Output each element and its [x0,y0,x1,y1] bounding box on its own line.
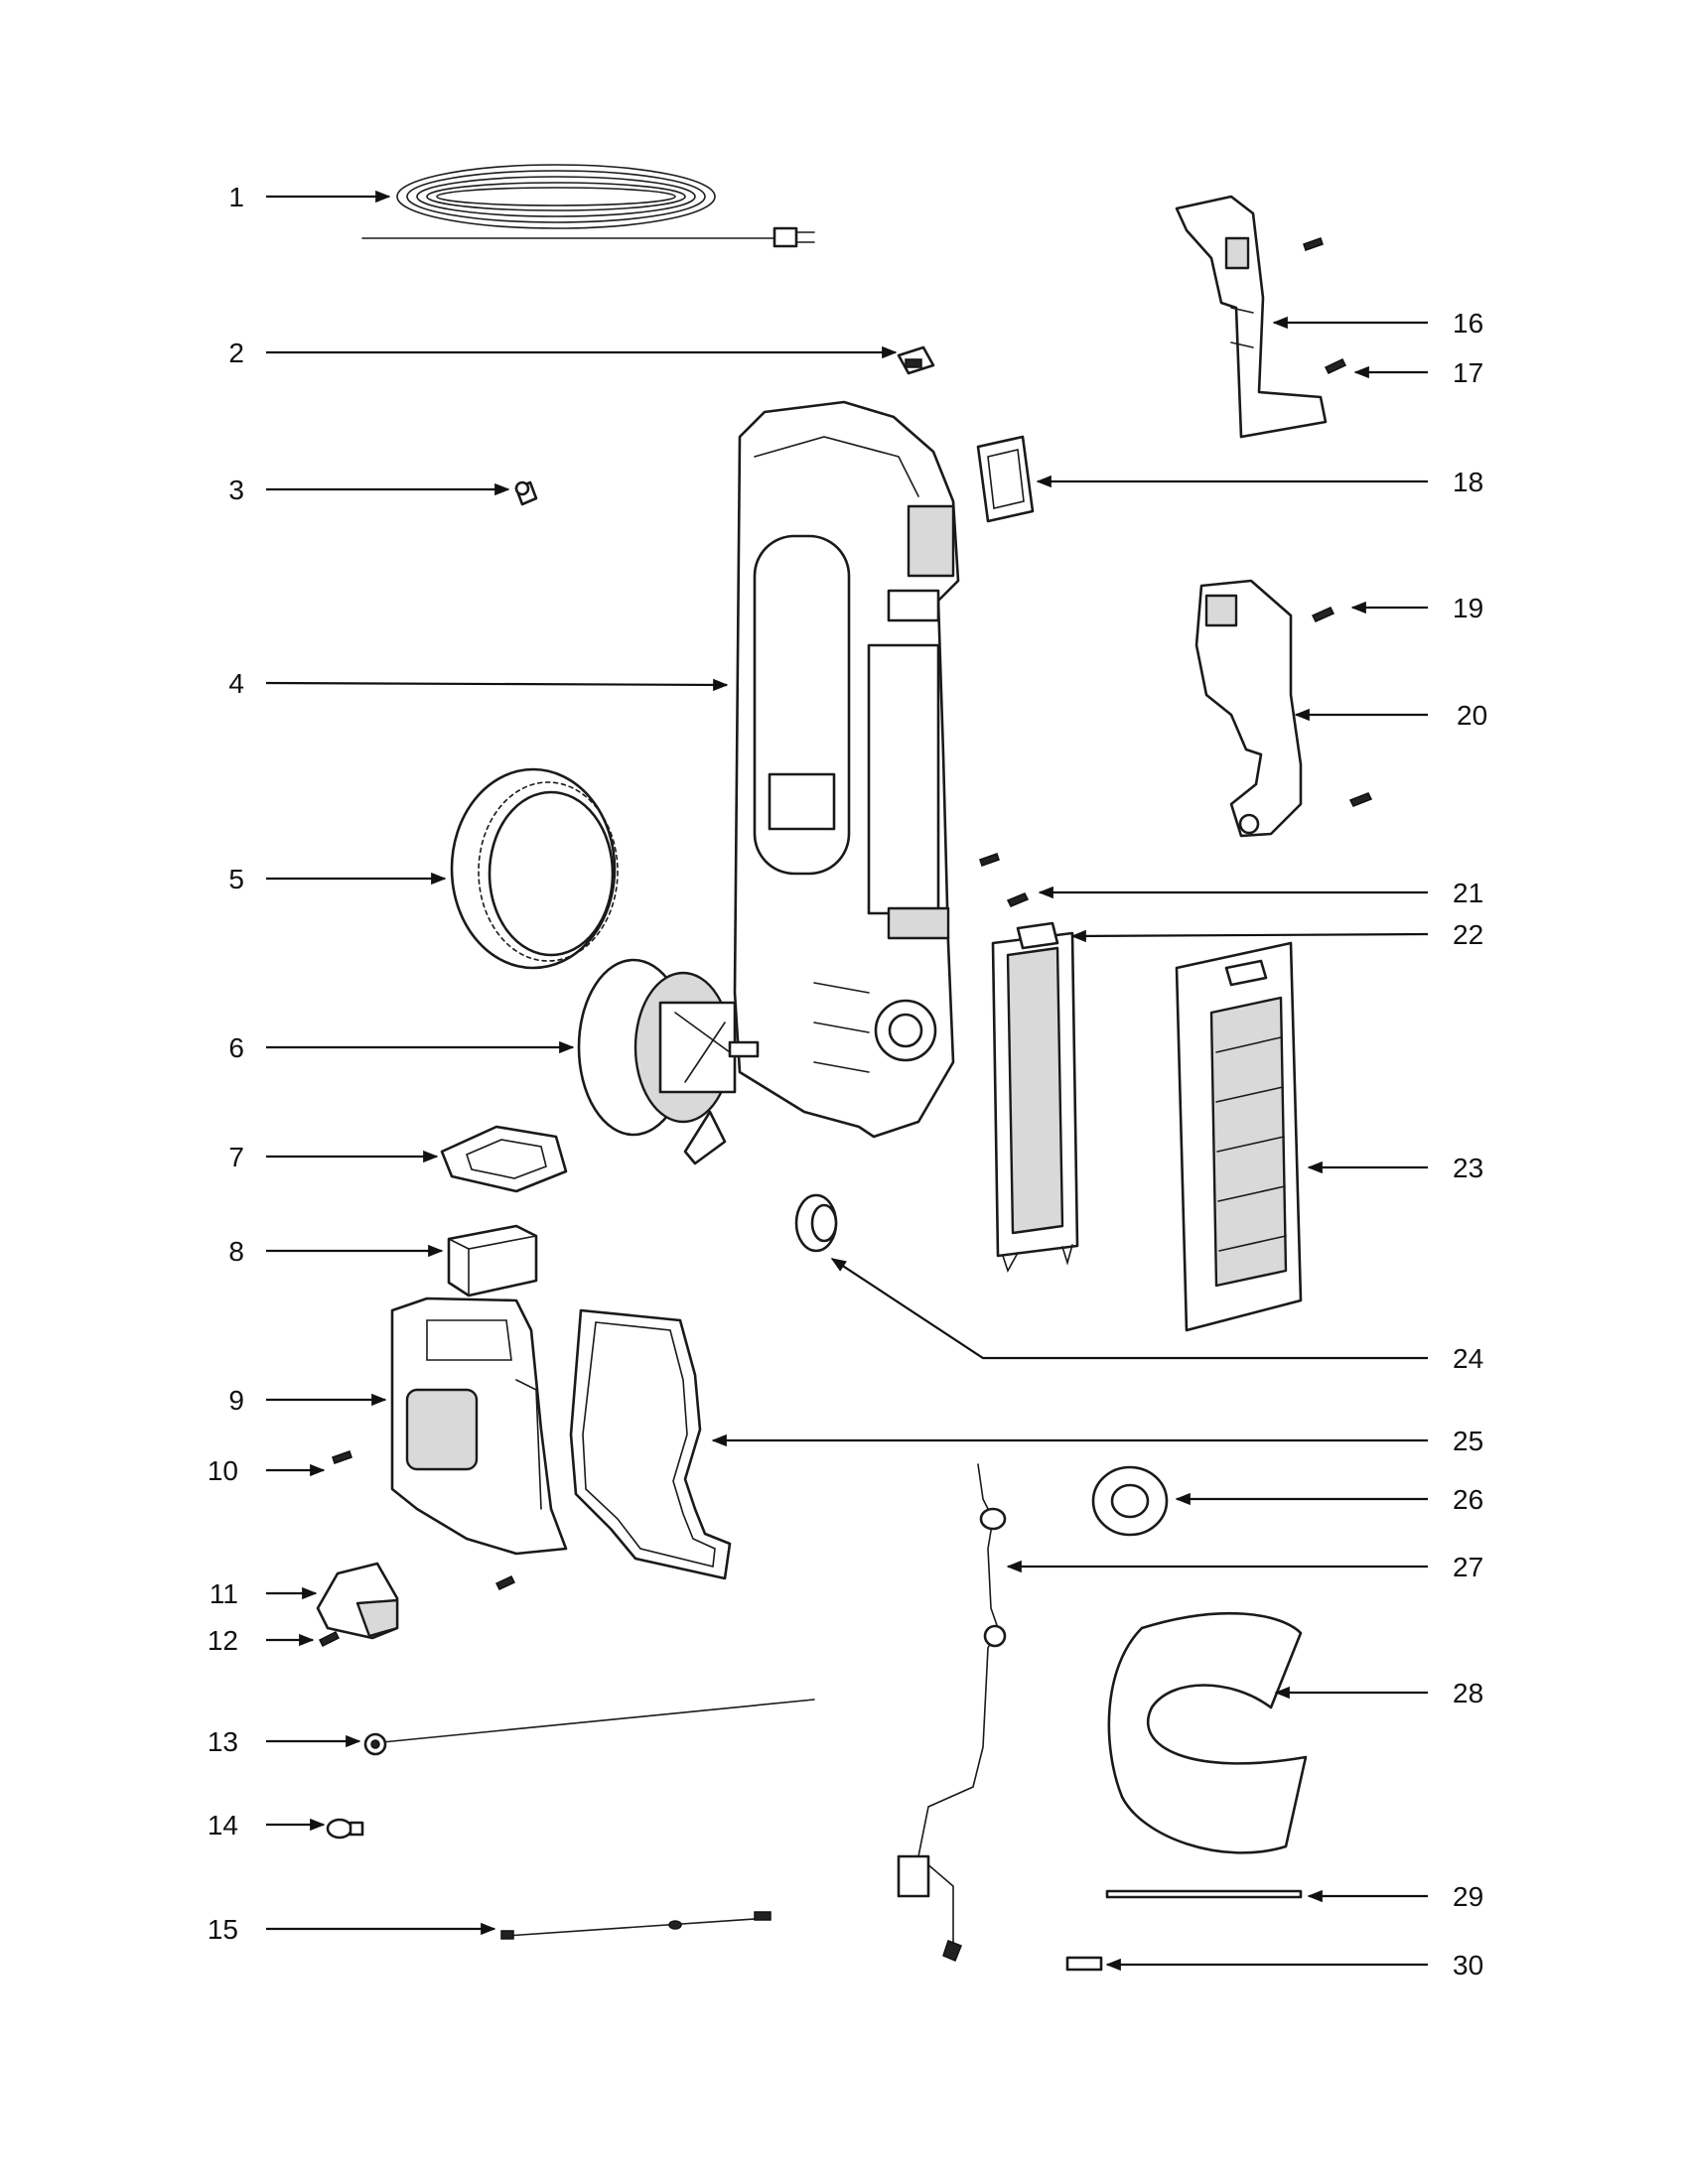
callout-20: 20 [1294,700,1487,731]
callout-number-17: 17 [1453,357,1483,388]
callout-number-28: 28 [1453,1678,1483,1708]
callout-28: 28 [1274,1678,1483,1708]
callout-6: 6 [228,1032,575,1063]
callout-number-5: 5 [228,864,244,894]
callout-4: 4 [228,668,729,699]
callout-number-12: 12 [208,1625,238,1656]
knob-cover-part [316,1562,399,1640]
screw-16-top-part [1303,237,1324,251]
callout-7: 7 [228,1142,439,1172]
callout-number-30: 30 [1453,1950,1483,1980]
callout-number-13: 13 [208,1726,238,1757]
callout-14: 14 [208,1810,326,1841]
bulb-part [326,1818,364,1840]
callout-30: 30 [1105,1950,1483,1980]
release-handle-part [1194,579,1303,838]
callout-number-18: 18 [1453,467,1483,497]
callout-number-4: 4 [228,668,244,699]
callout-number-27: 27 [1453,1552,1483,1582]
filter-gasket-part [440,1125,568,1193]
callout-19: 19 [1350,593,1483,623]
handle-bracket-part [1175,195,1328,439]
callout-11: 11 [210,1578,318,1609]
gasket-seal-part [569,1308,732,1580]
callout-leader-4 [265,678,729,692]
callout-22: 22 [1070,919,1483,950]
callouts-layer: 1234567891011121314151617181920212223242… [208,182,1487,1980]
callout-12: 12 [208,1625,315,1656]
callout-3: 3 [228,475,510,505]
callout-24: 24 [830,1258,1483,1374]
long-rod-part [363,1699,815,1756]
callout-number-6: 6 [228,1032,244,1063]
motor-part [577,958,760,1165]
power-cord-part [361,164,815,248]
callout-5: 5 [228,864,447,894]
collar-part [794,1193,838,1253]
switch-part [897,345,935,375]
callout-number-19: 19 [1453,593,1483,623]
callout-number-1: 1 [228,182,244,212]
callout-number-29: 29 [1453,1881,1483,1912]
callout-10: 10 [208,1455,326,1486]
callout-number-20: 20 [1457,700,1487,731]
callout-13: 13 [208,1726,361,1757]
hepa-filter-part [991,921,1079,1273]
wire-part [500,1911,772,1940]
callout-29: 29 [1307,1881,1483,1912]
callout-17: 17 [1353,357,1483,388]
callout-number-10: 10 [208,1455,238,1486]
screw-12-part [318,1630,341,1648]
callout-number-24: 24 [1453,1343,1483,1374]
callout-26: 26 [1175,1484,1483,1515]
callout-number-26: 26 [1453,1484,1483,1515]
small-pad-part [1065,1956,1103,1972]
callout-9: 9 [228,1385,387,1416]
callout-number-25: 25 [1453,1426,1483,1456]
short-rod-part [1105,1889,1303,1899]
callout-number-21: 21 [1453,878,1483,908]
foam-filter-part [447,1224,538,1297]
callout-number-22: 22 [1453,919,1483,950]
wiring-harness-part [897,1463,1007,1962]
callout-25: 25 [711,1426,1483,1456]
callout-number-11: 11 [210,1578,238,1609]
callout-number-15: 15 [208,1914,238,1945]
callout-16: 16 [1272,308,1483,339]
callout-leader-24 [830,1258,1428,1360]
callout-number-7: 7 [228,1142,244,1172]
screw-19-part [1311,607,1335,622]
callout-number-3: 3 [228,475,244,505]
screw-misc-part [494,1575,516,1590]
callout-1: 1 [228,182,391,212]
small-plug-part [514,480,538,506]
callout-number-16: 16 [1453,308,1483,339]
callout-2: 2 [228,338,898,368]
curved-shroud-part [1107,1611,1308,1854]
callout-18: 18 [1036,467,1483,497]
screw-10-part [332,1450,352,1464]
callout-27: 27 [1006,1552,1483,1582]
callout-leader-22 [1070,929,1429,943]
washer-part [1091,1465,1169,1537]
screw-21-part [979,853,1030,907]
filter-cover-grille-part [1175,941,1303,1332]
callout-8: 8 [228,1236,444,1267]
screw-20-part [1348,792,1373,807]
filter-housing-part [390,1297,568,1556]
square-gasket-part [976,435,1035,523]
callout-number-2: 2 [228,338,244,368]
callout-number-9: 9 [228,1385,244,1416]
callout-number-8: 8 [228,1236,244,1267]
screw-17-part [1324,358,1347,374]
callout-number-14: 14 [208,1810,238,1841]
main-body-housing-part [733,400,960,1139]
ring-part [450,767,619,970]
callout-15: 15 [208,1914,496,1945]
callout-23: 23 [1307,1153,1483,1183]
callout-number-23: 23 [1453,1153,1483,1183]
callout-21: 21 [1038,878,1483,908]
